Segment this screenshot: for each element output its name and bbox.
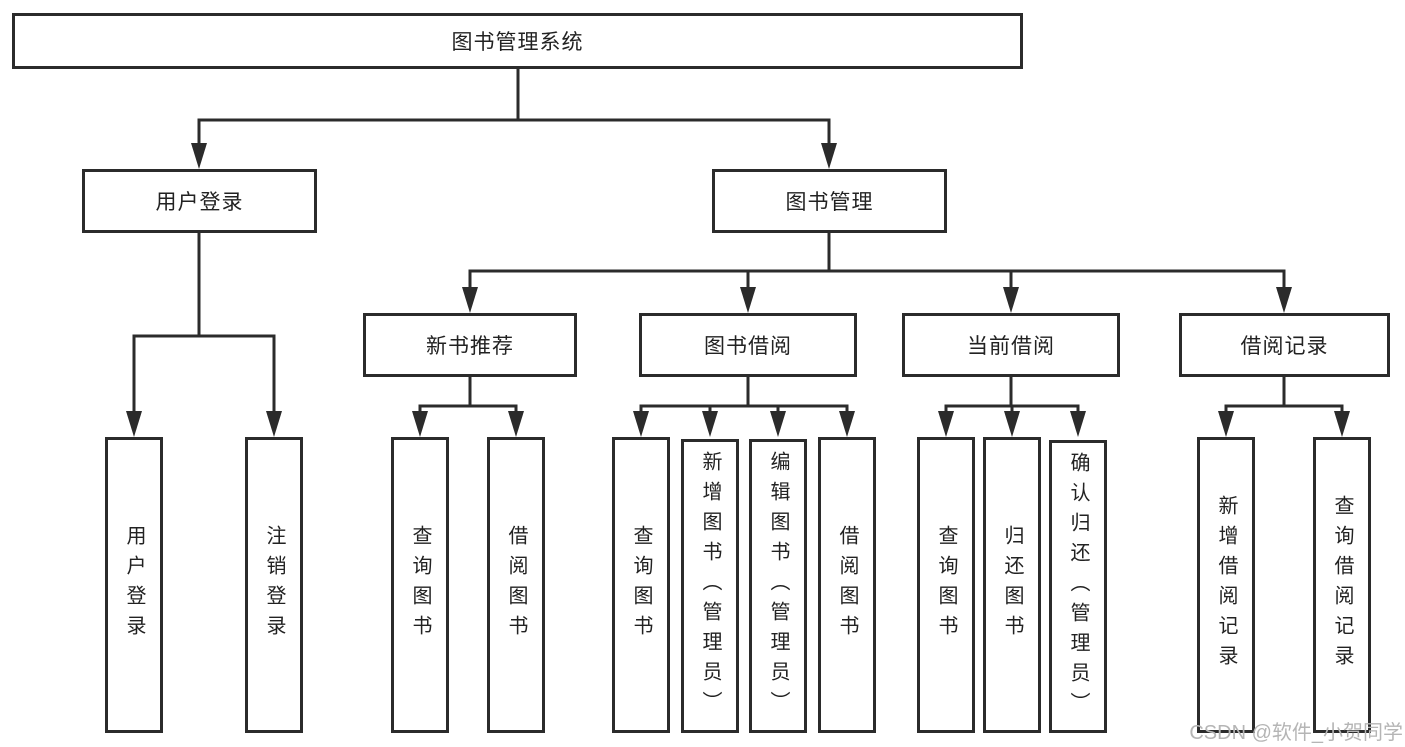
leaf-record-add-borrow-record: 新增借阅记录 (1197, 437, 1255, 733)
node-label: 查询图书 (935, 525, 957, 645)
node-library-management-system: 图书管理系统 (12, 13, 1023, 69)
leaf-record-query-borrow-record: 查询借阅记录 (1313, 437, 1371, 733)
node-borrow-record: 借阅记录 (1179, 313, 1390, 377)
leaf-borrow-edit-book-admin: 编辑图书（管理员） (749, 439, 807, 733)
node-label: 注销登录 (263, 525, 285, 645)
leaf-recommend-query-book: 查询图书 (391, 437, 449, 733)
leaf-borrow-add-book-admin: 新增图书（管理员） (681, 439, 739, 733)
node-new-book-recommend: 新书推荐 (363, 313, 577, 377)
node-label: 查询借阅记录 (1331, 495, 1353, 675)
node-label: 当前借阅 (967, 335, 1055, 358)
leaf-recommend-borrow-book: 借阅图书 (487, 437, 545, 733)
node-label: 借阅图书 (505, 525, 527, 645)
leaf-logout: 注销登录 (245, 437, 303, 733)
node-label: 归还图书 (1001, 525, 1023, 645)
node-user-login: 用户登录 (82, 169, 317, 233)
node-label: 借阅记录 (1240, 335, 1329, 358)
node-book-borrow: 图书借阅 (639, 313, 857, 377)
node-label: 新增借阅记录 (1215, 495, 1237, 675)
node-label: 图书借阅 (704, 335, 792, 358)
node-label: 查询图书 (630, 525, 652, 645)
node-label: 编辑图书（管理员） (767, 451, 789, 721)
node-label: 借阅图书 (836, 525, 858, 645)
node-label: 图书管理 (785, 191, 874, 214)
node-label: 图书管理系统 (451, 31, 584, 54)
csdn-watermark: CSDN @软件_小贺同学 (1189, 722, 1403, 744)
node-book-management: 图书管理 (712, 169, 947, 233)
leaf-user-login: 用户登录 (105, 437, 163, 733)
node-label: 新增图书（管理员） (699, 451, 721, 721)
leaf-current-query-book: 查询图书 (917, 437, 975, 733)
node-label: 确认归还（管理员） (1067, 451, 1089, 722)
leaf-borrow-borrow-book: 借阅图书 (818, 437, 876, 733)
node-label: 新书推荐 (426, 335, 514, 358)
node-label: 查询图书 (409, 525, 431, 645)
leaf-current-return-book: 归还图书 (983, 437, 1041, 733)
node-label: 用户登录 (123, 525, 145, 645)
node-label: 用户登录 (155, 191, 244, 214)
node-current-borrow: 当前借阅 (902, 313, 1120, 377)
leaf-current-confirm-return-admin: 确认归还（管理员） (1049, 440, 1107, 733)
leaf-borrow-query-book: 查询图书 (612, 437, 670, 733)
